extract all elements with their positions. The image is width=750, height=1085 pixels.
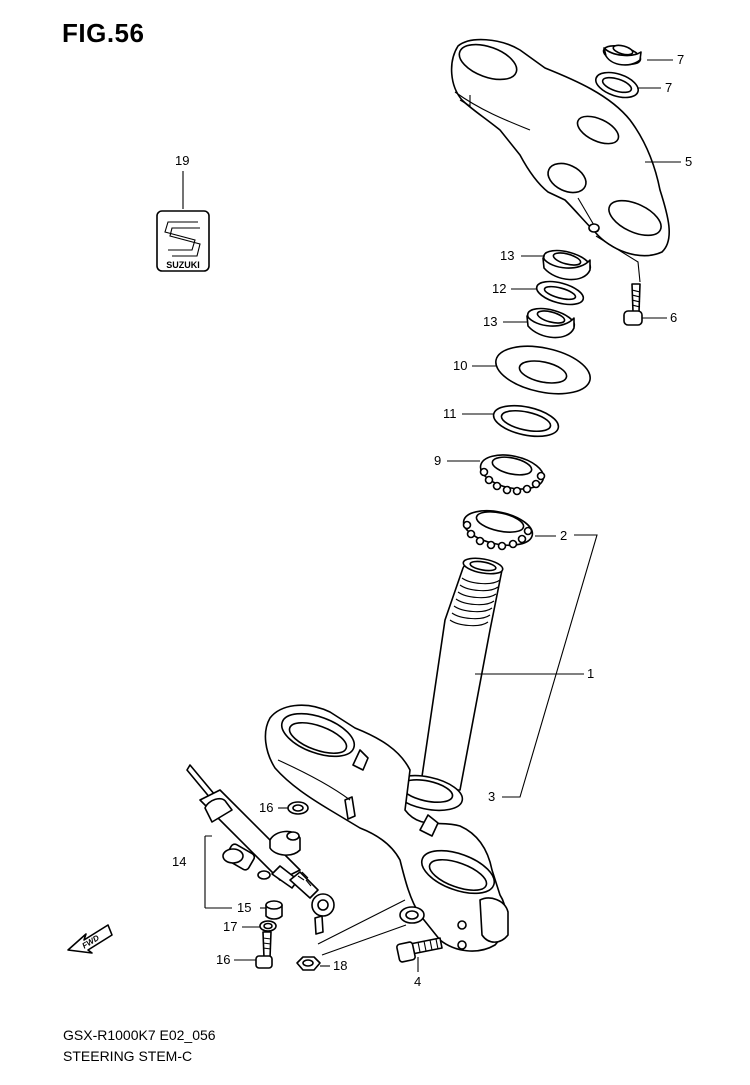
figure-title: FIG.56 (62, 18, 145, 48)
callout-labels: 7 7 5 6 13 12 13 10 11 9 2 1 3 19 16 14 … (172, 52, 692, 989)
callout-17-lower: 17 (223, 919, 237, 934)
callout-13-lower: 13 (483, 314, 497, 329)
leader-lines (182, 59, 681, 972)
part-19-suzuki-emblem: SUZUKI (156, 210, 210, 272)
figure-code: GSX-R1000K7 E02_056 (63, 1027, 216, 1043)
figure-name: STEERING STEM-C (63, 1048, 193, 1064)
callout-10: 10 (453, 358, 467, 373)
callout-11: 11 (443, 406, 457, 421)
callout-15: 15 (237, 900, 251, 915)
callout-12: 12 (492, 281, 506, 296)
callout-8: 7 (677, 52, 684, 67)
part-8-stem-head-nut (602, 44, 642, 66)
part-17-upper-washer (287, 801, 309, 815)
part-2-lower-bearing (462, 509, 534, 551)
part-13-lower-lock-nut (526, 307, 576, 339)
callout-16: 16 (216, 952, 230, 967)
part-13-upper-lock-nut (542, 249, 592, 281)
fwd-arrow: FWD (67, 924, 113, 954)
part-11-ring (492, 404, 560, 438)
callout-19: 19 (175, 153, 189, 168)
bearing-balls-upper (479, 467, 546, 496)
callout-3: 3 (488, 789, 495, 804)
part-17-lower-washer (259, 920, 277, 932)
part-14-steering-damper (186, 764, 335, 935)
callout-5: 5 (685, 154, 692, 169)
bearing-balls-lower (462, 520, 533, 551)
part-9-upper-bearing (479, 454, 546, 496)
callout-14: 14 (172, 854, 186, 869)
callout-18: 18 (333, 958, 347, 973)
callout-6: 6 (670, 310, 677, 325)
part-5-upper-bracket (450, 38, 670, 257)
part-10-dust-seal (495, 345, 591, 395)
part-7-washer (595, 71, 639, 99)
callout-7: 7 (665, 80, 672, 95)
callout-9: 9 (434, 453, 441, 468)
part-1-steering-stem (419, 557, 504, 791)
part-4-bolt (396, 937, 443, 963)
part-16-bolt (255, 931, 273, 969)
callout-13-upper: 13 (500, 248, 514, 263)
callout-4: 4 (414, 974, 421, 989)
emblem-text: SUZUKI (166, 260, 200, 270)
part-3-seal (390, 774, 464, 812)
callout-1: 1 (587, 666, 594, 681)
stem-threads (449, 577, 501, 627)
part-12-washer (535, 280, 585, 306)
part-15-bushing (265, 900, 283, 920)
lower-bracket (264, 704, 509, 952)
callout-17-upper: 16 (259, 800, 273, 815)
part-6-bolt (623, 283, 643, 326)
part-18-nut (296, 956, 321, 971)
callout-2: 2 (560, 528, 567, 543)
